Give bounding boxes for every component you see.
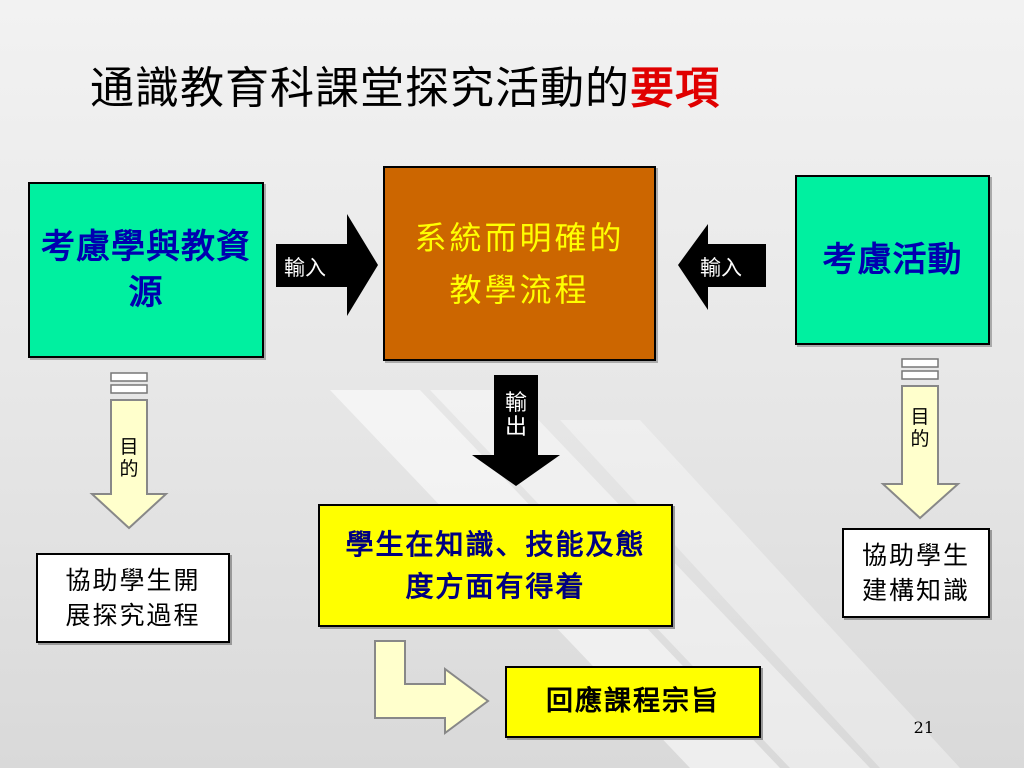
teaching-process-box: 系統而明確的教學流程 <box>383 166 656 361</box>
purpose-right-arrow <box>880 358 961 520</box>
teaching-process-label: 系統而明確的教學流程 <box>414 218 625 309</box>
teaching-resources-box: 考慮學與教資源 <box>28 182 264 358</box>
bent-arrow <box>374 640 490 735</box>
activities-box: 考慮活動 <box>795 175 990 345</box>
title-highlight: 要項 <box>630 63 720 114</box>
knowledge-construction-box: 協助學生建構知識 <box>842 528 990 618</box>
input-left-label: 輸入 <box>284 256 326 280</box>
input-right-label: 輸入 <box>700 256 742 280</box>
input-right-arrow <box>678 224 766 310</box>
knowledge-construction-label: 協助學生建構知識 <box>861 541 970 605</box>
student-gains-box: 學生在知識、技能及態度方面有得着 <box>318 504 673 627</box>
teaching-resources-label: 考慮學與教資源 <box>41 227 251 313</box>
purpose-left-label: 目的 <box>119 436 139 480</box>
output-arrow <box>472 375 560 486</box>
inquiry-process-box: 協助學生開展探究過程 <box>36 553 230 643</box>
title-main: 通識教育科課堂探究活動的 <box>90 63 630 114</box>
inquiry-process-label: 協助學生開展探究過程 <box>65 566 201 630</box>
student-gains-label: 學生在知識、技能及態度方面有得着 <box>345 527 646 603</box>
activities-label: 考慮活動 <box>822 240 963 280</box>
purpose-left-arrow <box>89 372 169 530</box>
page-number: 21 <box>913 718 934 737</box>
slide-title: 通識教育科課堂探究活動的要項 <box>90 52 720 116</box>
input-left-arrow <box>276 214 378 316</box>
output-label: 輸出 <box>504 391 527 440</box>
curriculum-aims-box: 回應課程宗旨 <box>505 666 761 738</box>
purpose-right-label: 目的 <box>910 406 930 450</box>
curriculum-aims-label: 回應課程宗旨 <box>546 686 720 717</box>
